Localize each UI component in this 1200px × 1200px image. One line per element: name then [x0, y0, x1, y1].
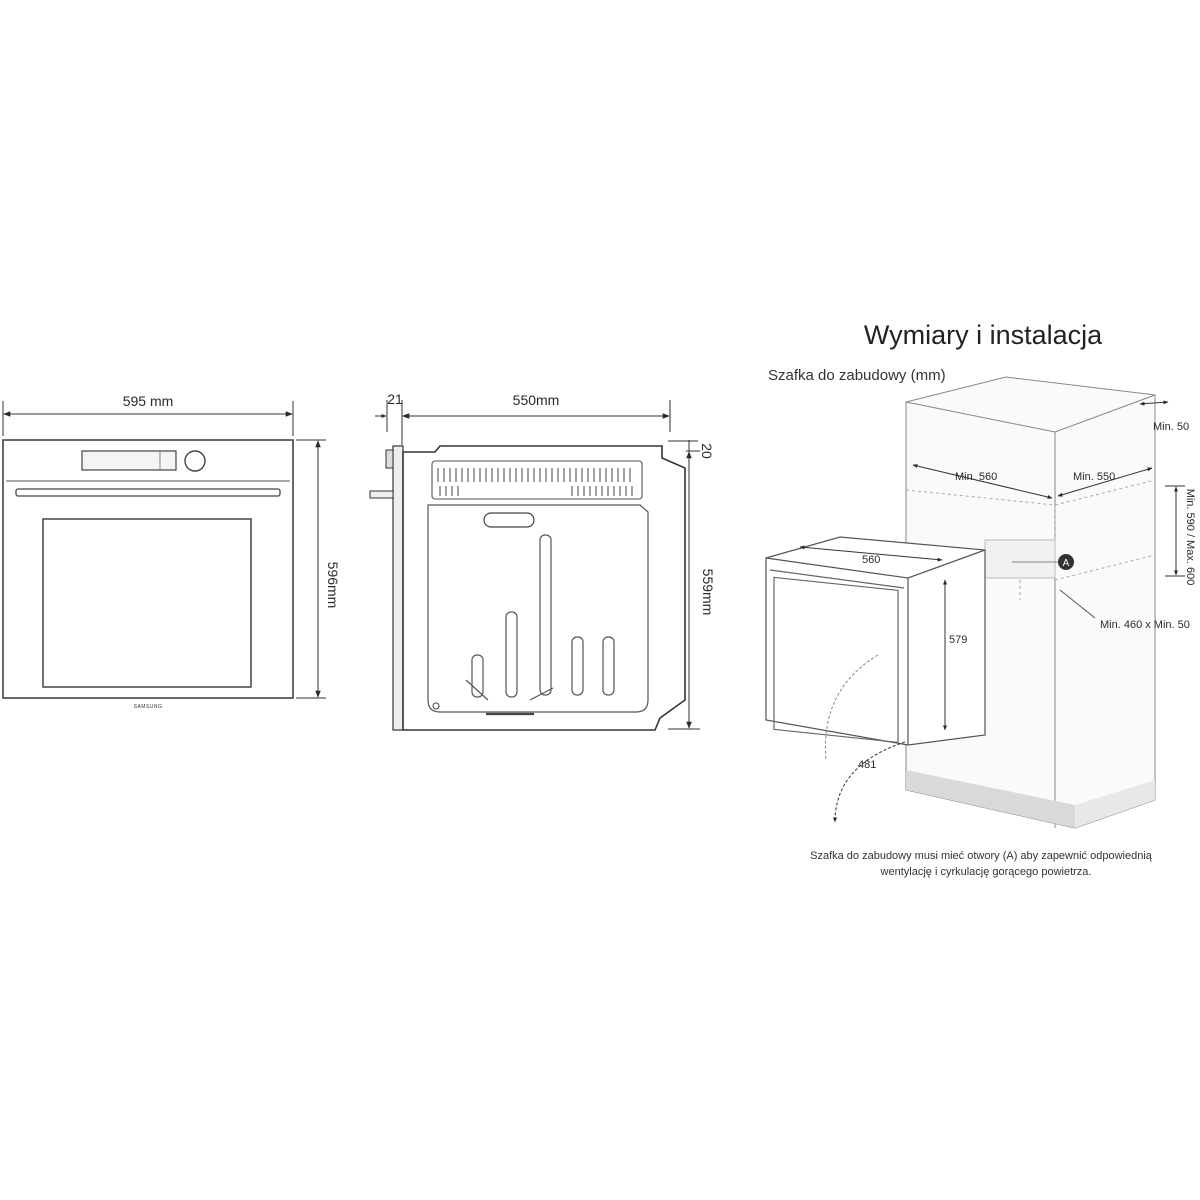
dim-min550: Min. 550 [1057, 467, 1153, 497]
front-view: 595 mm SAMSUNG 596mm [2, 393, 341, 710]
dim-min50-top: Min. 50 [1139, 400, 1189, 433]
handle-profile [369, 490, 394, 499]
side-view: 21 550mm [369, 391, 716, 731]
side-panel [427, 504, 649, 713]
top-vent-grille [431, 460, 643, 500]
brand-logo: SAMSUNG [134, 704, 163, 710]
label-min550: Min. 550 [1073, 471, 1115, 483]
side-depth-label: 550mm [513, 392, 560, 408]
dim-560: 560 [799, 545, 943, 566]
side-top-dimensions: 21 550mm [375, 391, 671, 445]
footnote-line-2: wentylację i cyrkulację gorącego powietr… [880, 866, 1092, 878]
panel-ribs [471, 534, 615, 698]
side-right-dimensions: 20 559mm [668, 440, 716, 730]
control-display [81, 450, 177, 471]
footnote-line-1: Szafka do zabudowy musi mieć otwory (A) … [810, 850, 1153, 862]
door-handle [15, 488, 281, 497]
vent-a-icon: A [1063, 558, 1070, 569]
side-height-label: 559mm [700, 569, 716, 616]
vent-a-marker: A [1012, 554, 1074, 570]
installation-diagram: Wymiary i instalacja Szafka do zabudowy … [765, 320, 1196, 878]
dim-min560: Min. 560 [912, 464, 1053, 499]
label-560: 560 [862, 554, 880, 566]
dim-481: 481 [824, 654, 906, 823]
label-min460-min50: Min. 460 x Min. 50 [1100, 619, 1190, 631]
oven-insert [765, 536, 986, 746]
label-min560: Min. 560 [955, 471, 997, 483]
side-door-label: 21 [387, 391, 403, 407]
door-window [42, 518, 252, 688]
label-min50-top: Min. 50 [1153, 421, 1189, 433]
front-width-label: 595 mm [123, 393, 174, 409]
dim-vent-size: Min. 460 x Min. 50 [1059, 589, 1190, 631]
front-width-dimension: 595 mm [2, 393, 294, 436]
installation-title: Wymiary i instalacja [864, 320, 1103, 350]
label-579: 579 [949, 634, 967, 646]
side-top-label: 20 [699, 443, 715, 459]
control-knob-icon [184, 450, 206, 472]
door-profile [392, 445, 404, 731]
dim-579: 579 [943, 579, 967, 731]
installation-subtitle: Szafka do zabudowy (mm) [768, 367, 946, 384]
dim-height-opening: Min. 590 / Max. 600 [1165, 485, 1196, 586]
label-min590-max600: Min. 590 / Max. 600 [1184, 489, 1196, 586]
front-height-dimension: 596mm [296, 439, 341, 699]
front-height-label: 596mm [325, 562, 341, 609]
label-481: 481 [858, 759, 876, 771]
